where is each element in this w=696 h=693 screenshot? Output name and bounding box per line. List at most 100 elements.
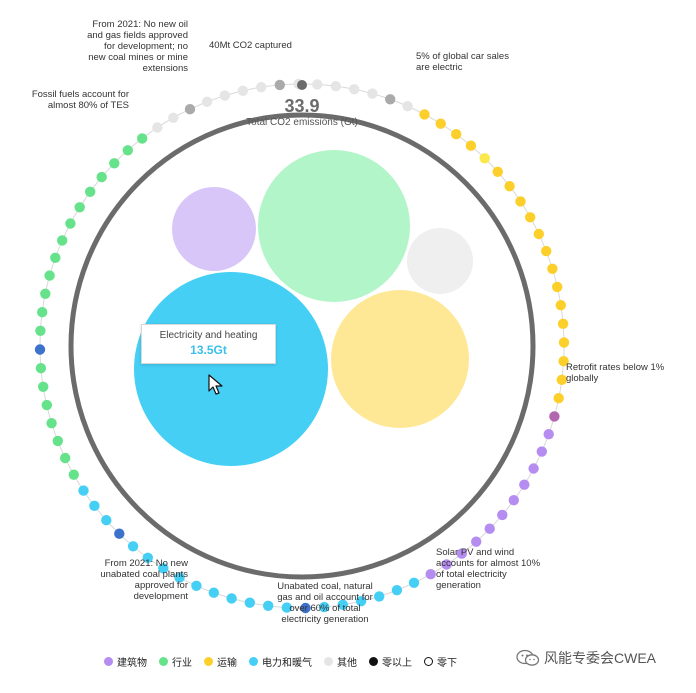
milestone-dot-transport[interactable] [553, 393, 564, 404]
milestone-dot-industry[interactable] [59, 452, 71, 464]
milestone-dot-power[interactable] [78, 485, 89, 496]
total-emissions-value: 33.9 [284, 96, 320, 116]
bubble-transport[interactable] [331, 290, 469, 428]
milestone-dot-power[interactable] [263, 600, 274, 611]
milestone-dot-power[interactable] [142, 552, 153, 563]
milestone-dot-other[interactable] [330, 81, 341, 92]
milestone-dot-industry[interactable] [74, 202, 85, 213]
milestone-dot-power[interactable] [355, 596, 367, 607]
legend-item[interactable]: 其他 [324, 654, 357, 669]
milestone-dot-transport[interactable] [465, 140, 477, 151]
milestone-dot-industry[interactable] [35, 325, 46, 336]
milestone-dot-transport[interactable] [547, 263, 558, 274]
milestone-dot-transport[interactable] [525, 212, 536, 223]
legend-item[interactable]: 运输 [204, 654, 237, 669]
milestone-dot-buildings[interactable] [519, 479, 530, 490]
milestone-dot-other[interactable] [367, 88, 378, 99]
milestone-dot-transport[interactable] [515, 196, 526, 207]
milestone-dot-industry[interactable] [57, 235, 68, 246]
milestone-dot-transport[interactable] [558, 337, 570, 348]
milestone-dot-other[interactable] [168, 112, 179, 124]
milestone-dot-transport[interactable] [419, 109, 430, 120]
milestone-dot-buildings[interactable] [549, 411, 560, 422]
milestone-dot-industry[interactable] [34, 344, 46, 355]
milestone-dot-industry[interactable] [40, 288, 51, 299]
milestone-dot-power[interactable] [244, 597, 255, 608]
milestone-dot-buildings[interactable] [508, 495, 519, 506]
milestone-dot-buildings[interactable] [456, 548, 467, 559]
milestone-dot-industry[interactable] [137, 133, 148, 144]
legend-item[interactable]: 零下 [424, 654, 457, 669]
milestone-dot-other[interactable] [152, 122, 163, 133]
milestone-dot-industry[interactable] [109, 158, 120, 169]
milestone-dot-transport[interactable] [556, 374, 567, 385]
milestone-dot-other[interactable] [201, 96, 213, 108]
milestone-dot-power[interactable] [89, 500, 100, 511]
milestone-dot-buildings[interactable] [497, 509, 508, 521]
milestone-dot-industry[interactable] [122, 145, 133, 156]
legend-item[interactable]: 行业 [159, 654, 192, 669]
milestone-dot-other[interactable] [402, 101, 413, 112]
milestone-dot-power[interactable] [127, 541, 139, 552]
bubble-other[interactable] [407, 228, 473, 294]
milestone-dot-other[interactable] [219, 90, 230, 101]
milestone-dot-other[interactable] [312, 79, 323, 90]
milestone-dot-other[interactable] [274, 79, 285, 91]
milestone-dot-buildings[interactable] [528, 463, 539, 474]
milestone-dot-power[interactable] [191, 580, 202, 591]
milestone-dot-industry[interactable] [41, 399, 52, 411]
milestone-dot-power[interactable] [114, 528, 125, 539]
milestone-dot-power[interactable] [158, 563, 169, 574]
milestone-dot-power[interactable] [226, 593, 237, 604]
milestone-dot-industry[interactable] [52, 435, 63, 447]
milestone-dot-industry[interactable] [44, 270, 55, 281]
legend-item[interactable]: 零以上 [369, 654, 412, 669]
milestone-dot-power[interactable] [281, 602, 292, 613]
milestone-dot-buildings[interactable] [484, 523, 495, 534]
milestone-dot-industry[interactable] [38, 381, 49, 392]
milestone-dot-transport[interactable] [557, 318, 569, 329]
milestone-dot-transport[interactable] [479, 153, 490, 164]
milestone-dot-power[interactable] [208, 587, 219, 598]
milestone-dot-transport[interactable] [533, 228, 544, 240]
milestone-dot-transport[interactable] [504, 181, 515, 192]
milestone-dot-other[interactable] [349, 84, 360, 95]
milestone-dot-power[interactable] [391, 585, 403, 596]
milestone-dot-power[interactable] [374, 591, 385, 602]
milestone-dot-other[interactable] [237, 85, 249, 97]
milestone-dot-transport[interactable] [555, 300, 566, 311]
legend-item[interactable]: 电力和暖气 [249, 654, 312, 669]
milestone-dot-industry[interactable] [46, 418, 57, 429]
milestone-dot-industry[interactable] [37, 307, 48, 318]
milestone-dot-power[interactable] [319, 601, 330, 613]
milestone-dot-power[interactable] [174, 572, 185, 583]
milestone-dot-power[interactable] [408, 577, 420, 588]
milestone-dot-buildings[interactable] [543, 429, 554, 440]
milestone-dot-industry[interactable] [96, 171, 107, 183]
milestone-dot-industry[interactable] [35, 363, 47, 374]
milestone-dot-power[interactable] [101, 515, 112, 526]
milestone-dot-other[interactable] [184, 104, 196, 115]
milestone-dot-transport[interactable] [558, 356, 569, 367]
legend-item[interactable]: 建筑物 [104, 654, 147, 669]
bubble-buildings[interactable] [172, 187, 256, 271]
milestone-dot-transport[interactable] [541, 245, 552, 257]
milestone-dot-transport[interactable] [451, 129, 462, 140]
milestone-dot-other[interactable] [256, 82, 267, 93]
milestone-dot-buildings[interactable] [441, 559, 452, 570]
milestone-dot-transport[interactable] [435, 118, 446, 129]
milestone-dot-other[interactable] [385, 94, 396, 105]
milestone-dot-buildings[interactable] [425, 569, 436, 580]
milestone-dot-industry[interactable] [65, 218, 76, 229]
milestone-dot-buildings[interactable] [471, 536, 482, 547]
milestone-dot-transport[interactable] [492, 166, 503, 177]
milestone-dot-buildings[interactable] [536, 446, 547, 457]
milestone-dot-power[interactable] [337, 599, 348, 610]
bubble-electricity-heating[interactable] [134, 272, 328, 466]
milestone-dot-industry[interactable] [68, 469, 80, 480]
milestone-dot-industry[interactable] [50, 252, 61, 263]
bubble-industry[interactable] [258, 150, 410, 302]
milestone-dot-industry[interactable] [85, 186, 96, 197]
milestone-dot-power[interactable] [300, 602, 311, 614]
milestone-dot-transport[interactable] [552, 281, 563, 293]
